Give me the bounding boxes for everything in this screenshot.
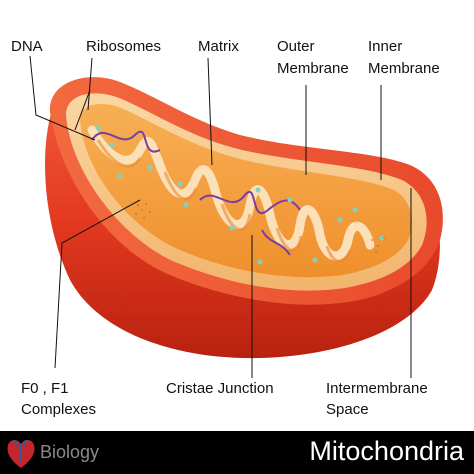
- label-matrix: Matrix: [198, 38, 239, 55]
- dna-strands: [91, 130, 301, 256]
- label-ribosomes: Ribosomes: [86, 38, 162, 55]
- label-f0f1-line2: Complexes: [21, 401, 97, 418]
- label-cristae-junction: Cristae Junction: [166, 380, 274, 397]
- label-intermembrane-line1: Intermembrane: [326, 380, 428, 397]
- label-outer-line2: Membrane: [277, 60, 349, 77]
- heart-icon: [7, 439, 35, 468]
- footer-bar: Biology Mitochondria: [0, 431, 474, 474]
- cristae-shadow: [96, 139, 352, 263]
- matrix-region: [80, 103, 412, 278]
- label-inner-line1: Inner: [368, 38, 403, 55]
- label-f0f1-line1: F0 , F1: [21, 380, 69, 397]
- f0f1-stipple: [135, 203, 385, 253]
- label-dna: DNA: [11, 38, 43, 55]
- label-inner-line2: Membrane: [368, 60, 440, 77]
- brand-label: Biology: [40, 442, 100, 462]
- page-title: Mitochondria: [309, 436, 464, 466]
- ribosomes: [95, 125, 385, 265]
- label-intermembrane-line2: Space: [326, 401, 369, 418]
- leader-lines: [29, 55, 412, 378]
- mitochondrion-diagram: [29, 55, 443, 378]
- label-outer-line1: Outer: [277, 38, 315, 55]
